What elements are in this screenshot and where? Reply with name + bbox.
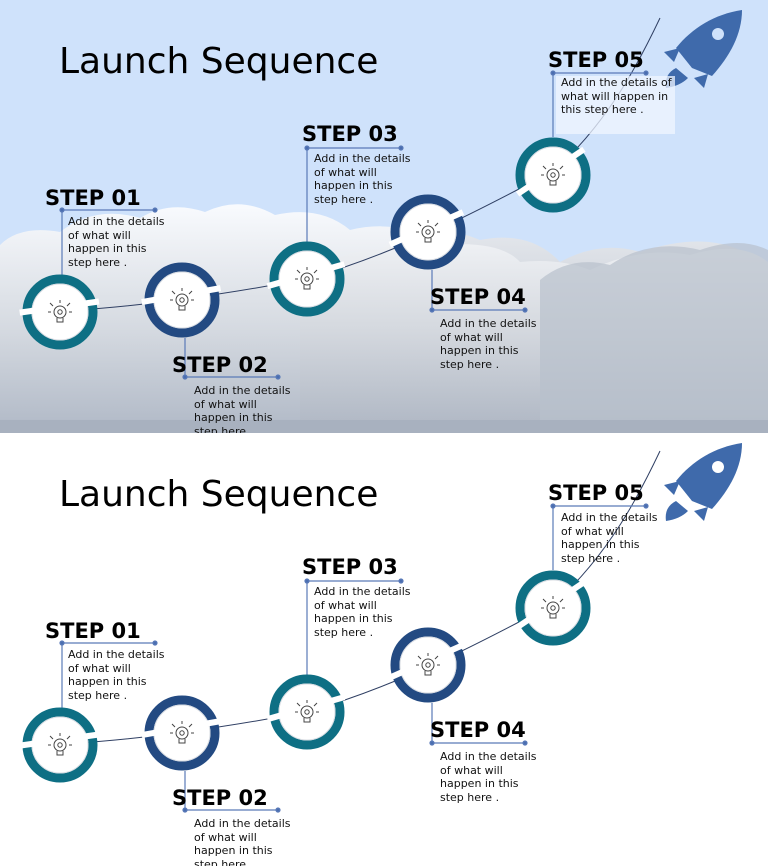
- rocket-icon: [664, 10, 742, 88]
- step-ring-2: [141, 695, 222, 771]
- step-3-title: STEP 03: [302, 122, 398, 146]
- step-ring-3: [266, 674, 346, 750]
- step-ring-4: [388, 194, 466, 270]
- connectors: [59, 70, 649, 380]
- page-title: Launch Sequence: [59, 474, 379, 515]
- step-2-title: STEP 02: [172, 353, 268, 377]
- timeline-graphic: [19, 443, 742, 813]
- step-1-title: STEP 01: [45, 619, 141, 643]
- lightbulb-gear-icon: [48, 163, 565, 323]
- step-4-title: STEP 04: [430, 718, 526, 742]
- slide-with-sky: Launch Sequence: [0, 0, 768, 433]
- step-5-description: Add in the details of what will happen i…: [561, 511, 658, 565]
- rocket-icon: [664, 443, 742, 521]
- step-ring-5: [515, 137, 591, 213]
- step-3-title: STEP 03: [302, 555, 398, 579]
- step-5-title: STEP 05: [548, 481, 644, 505]
- step-ring-1: [19, 707, 100, 783]
- step-2-description: Add in the details of what will happen i…: [194, 384, 291, 433]
- step-1-description: Add in the details of what will happen i…: [68, 215, 165, 269]
- step-3-description: Add in the details of what will happen i…: [314, 585, 411, 639]
- slide-plain: Launch Sequence: [0, 433, 768, 866]
- step-4-description: Add in the details of what will happen i…: [440, 750, 537, 804]
- connectors: [59, 503, 649, 813]
- step-4-description: Add in the details of what will happen i…: [440, 317, 537, 371]
- step-5-description: Add in the details of what will happen i…: [556, 76, 675, 134]
- step-1-title: STEP 01: [45, 186, 141, 210]
- step-4-title: STEP 04: [430, 285, 526, 309]
- step-ring-4: [388, 627, 466, 703]
- step-ring-5: [515, 570, 591, 646]
- step-3-description: Add in the details of what will happen i…: [314, 152, 411, 206]
- step-1-description: Add in the details of what will happen i…: [68, 648, 165, 702]
- step-ring-1: [19, 274, 100, 350]
- page-title: Launch Sequence: [59, 41, 379, 82]
- step-ring-3: [266, 241, 346, 317]
- step-ring-2: [141, 262, 222, 338]
- step-5-title: STEP 05: [548, 48, 644, 72]
- step-2-description: Add in the details of what will happen i…: [194, 817, 291, 866]
- cloud-background: [0, 204, 768, 433]
- step-2-title: STEP 02: [172, 786, 268, 810]
- lightbulb-gear-icon: [48, 596, 565, 756]
